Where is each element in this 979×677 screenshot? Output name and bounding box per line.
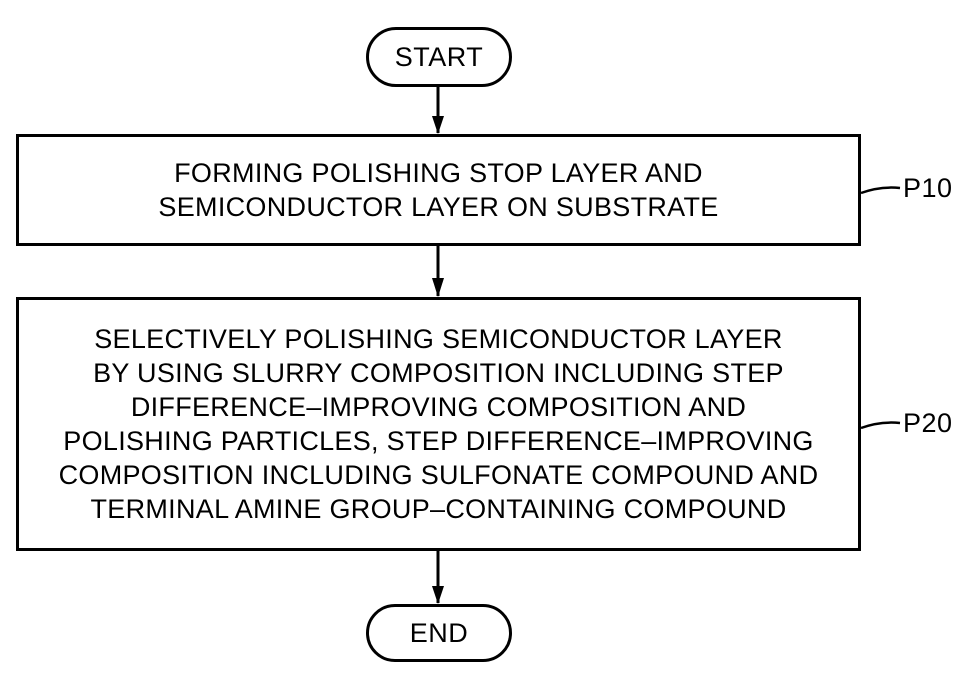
step-text-line: SEMICONDUCTOR LAYER ON SUBSTRATE [158, 190, 718, 224]
start-label: START [395, 42, 484, 73]
process-box-p10: FORMING POLISHING STOP LAYER AND SEMICON… [16, 134, 861, 246]
leader-p10 [861, 188, 900, 193]
reference-label-p20: P20 [903, 408, 953, 439]
step-text-line: BY USING SLURRY COMPOSITION INCLUDING ST… [93, 356, 784, 390]
step-text-line: POLISHING PARTICLES, STEP DIFFERENCE–IMP… [63, 424, 813, 458]
arrowhead-start-to-p10 [432, 116, 444, 134]
step-text-line: COMPOSITION INCLUDING SULFONATE COMPOUND… [59, 458, 819, 492]
end-terminal: END [366, 604, 512, 662]
start-terminal: START [366, 27, 512, 87]
step-text-line: TERMINAL AMINE GROUP–CONTAINING COMPOUND [90, 492, 786, 526]
leader-p20 [861, 423, 900, 428]
step-text-line: DIFFERENCE–IMPROVING COMPOSITION AND [131, 390, 746, 424]
process-box-p20: SELECTIVELY POLISHING SEMICONDUCTOR LAYE… [16, 297, 861, 551]
arrowhead-p20-to-end [432, 586, 444, 604]
arrowhead-p10-to-p20 [432, 278, 444, 297]
step-text-line: SELECTIVELY POLISHING SEMICONDUCTOR LAYE… [94, 322, 782, 356]
reference-label-p10: P10 [903, 173, 953, 204]
end-label: END [410, 618, 469, 649]
step-text-line: FORMING POLISHING STOP LAYER AND [174, 156, 703, 190]
